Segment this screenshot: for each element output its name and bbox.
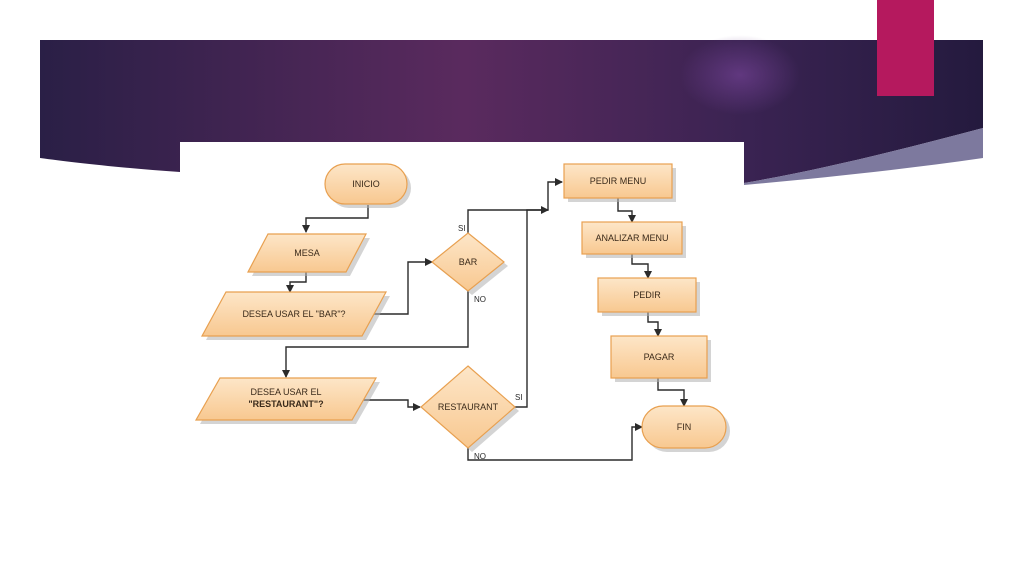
desea-rest-label-1: DESEA USAR EL <box>250 387 321 397</box>
node-pedir-menu: PEDIR MENU <box>563 163 676 202</box>
flowchart: INICIO MESA DESEA USAR EL "BAR"? BAR SI … <box>194 163 730 461</box>
edge-restaurant-no-fin <box>467 423 643 461</box>
edge-pedir-menu-analizar <box>617 198 636 223</box>
pedir-label: PEDIR <box>633 290 661 300</box>
inicio-label: INICIO <box>352 179 380 189</box>
pagar-label: PAGAR <box>644 352 675 362</box>
bar-si-label: SI <box>458 224 466 233</box>
node-inicio: INICIO <box>324 163 411 208</box>
edge-analizar-pedir <box>631 254 652 279</box>
pedir-menu-label: PEDIR MENU <box>590 176 647 186</box>
analizar-menu-label: ANALIZAR MENU <box>595 233 668 243</box>
node-mesa: MESA <box>247 233 370 276</box>
restaurant-si-label: SI <box>515 393 523 402</box>
edge-pedir-pagar <box>647 312 662 337</box>
restaurant-label: RESTAURANT <box>438 402 499 412</box>
node-pedir: PEDIR <box>597 277 700 316</box>
node-desea-restaurant: DESEA USAR EL "RESTAURANT"? <box>194 377 380 424</box>
mesa-label: MESA <box>294 248 320 258</box>
restaurant-no-label: NO <box>474 452 486 461</box>
accent-tab <box>877 0 934 96</box>
edge-mesa-desea-bar <box>286 272 307 293</box>
edge-pagar-fin <box>657 378 688 407</box>
bar-label: BAR <box>459 257 478 267</box>
edge-inicio-mesa <box>302 205 369 233</box>
node-analizar-menu: ANALIZAR MENU <box>581 221 686 258</box>
desea-bar-label: DESEA USAR EL "BAR"? <box>242 309 345 319</box>
node-pagar: PAGAR <box>610 335 711 382</box>
edge-restaurant-si <box>515 206 549 408</box>
node-fin: FIN <box>641 405 730 452</box>
node-desea-bar: DESEA USAR EL "BAR"? <box>200 291 390 340</box>
bar-no-label: NO <box>474 295 486 304</box>
edge-bar-no-desea-rest <box>282 291 469 378</box>
node-bar-decision: BAR <box>431 232 508 295</box>
edge-desea-bar-bar <box>362 258 433 315</box>
edge-desea-rest-restaurant <box>355 399 421 411</box>
desea-rest-label-2: "RESTAURANT"? <box>248 399 323 409</box>
fin-label: FIN <box>677 422 692 432</box>
node-restaurant-decision: RESTAURANT <box>420 365 519 452</box>
